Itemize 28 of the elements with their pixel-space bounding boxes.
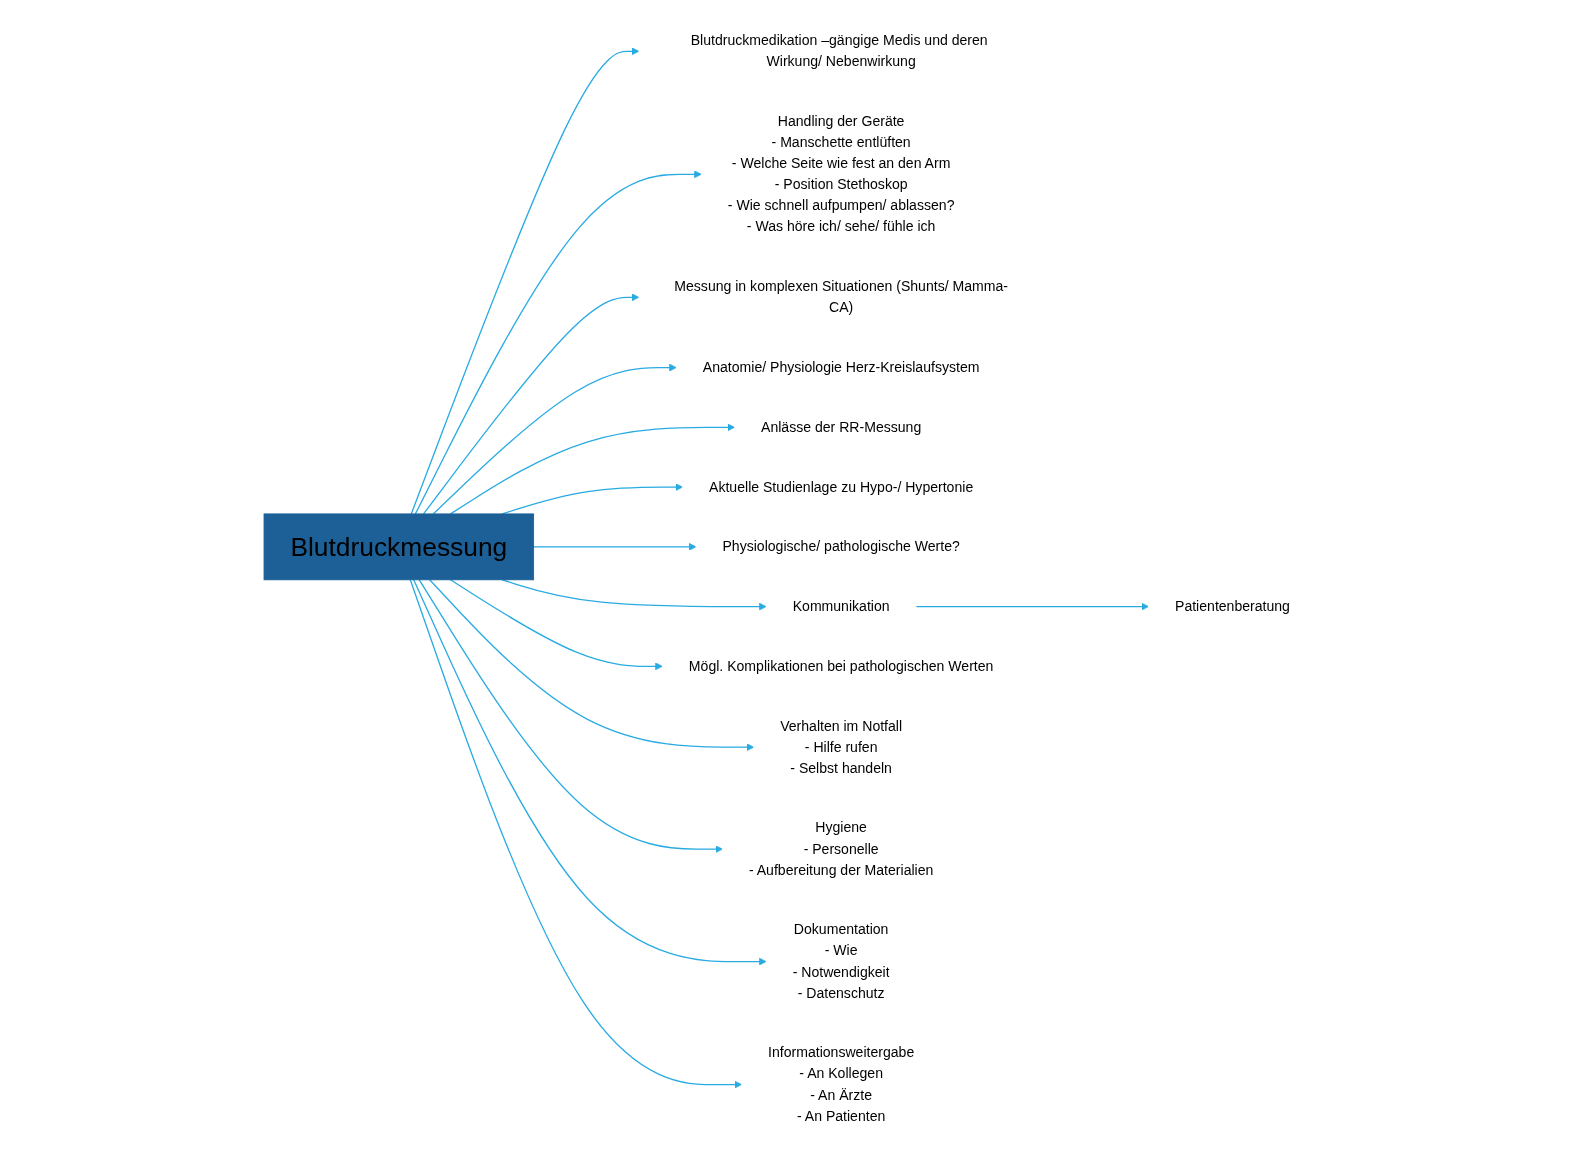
node-text: Dokumentation - Wie - Notwendigkeit - Datenschutz (793, 922, 890, 1001)
node-text: Physiologische/ pathologische Werte? (722, 538, 961, 554)
node-text: Patientenberatung (1175, 598, 1291, 614)
arrow (501, 579, 767, 611)
arrow (450, 423, 736, 515)
arrow (423, 293, 640, 515)
arrow (450, 579, 664, 671)
node-text: Blutdruckmedikation –gängige Medis und deren Wirkung/ Nebenwirkung (691, 32, 989, 69)
arrow (533, 543, 697, 551)
node-text: Mögl. Komplikationen bei pathologischen Werten (689, 658, 994, 674)
arrow (409, 579, 743, 1089)
node-text: Informationsweitergabe - An Kollegen - An Ärzte - An Patienten (768, 1045, 915, 1124)
arrow (429, 579, 755, 752)
arrow (432, 363, 678, 515)
arrow (410, 47, 640, 515)
node-box: Blutdruckmessung (263, 513, 535, 581)
node-text: Anlässe der RR-Messung (761, 419, 922, 435)
arrow (413, 579, 767, 966)
arrow (915, 602, 1150, 611)
node-text: Hygiene - Personelle - Aufbereitung der Materialien (749, 820, 934, 878)
node-text: Anatomie/ Physiologie Herz-Kreislaufsystem (703, 359, 980, 375)
arrow (418, 579, 724, 853)
node-text: Verhalten im Notfall - Hilfe rufen - Selbst handeln (780, 718, 903, 776)
node-text: Kommunikation (793, 598, 890, 614)
node-text: Messung in komplexen Situationen (Shunts/ Mamma-CA) (674, 278, 1009, 315)
node-text: Handling der Geräte - Manschette entlüften - Welche Seite wie fest an den Arm - Position Stethoskop - Wie schnell aufpumpen/ ablassen? - Was höre ich/ sehe/ fühle ich (728, 113, 955, 235)
node-text: Aktuelle Studienlage zu Hypo-/ Hypertonie (709, 479, 974, 495)
arrow (415, 170, 703, 515)
